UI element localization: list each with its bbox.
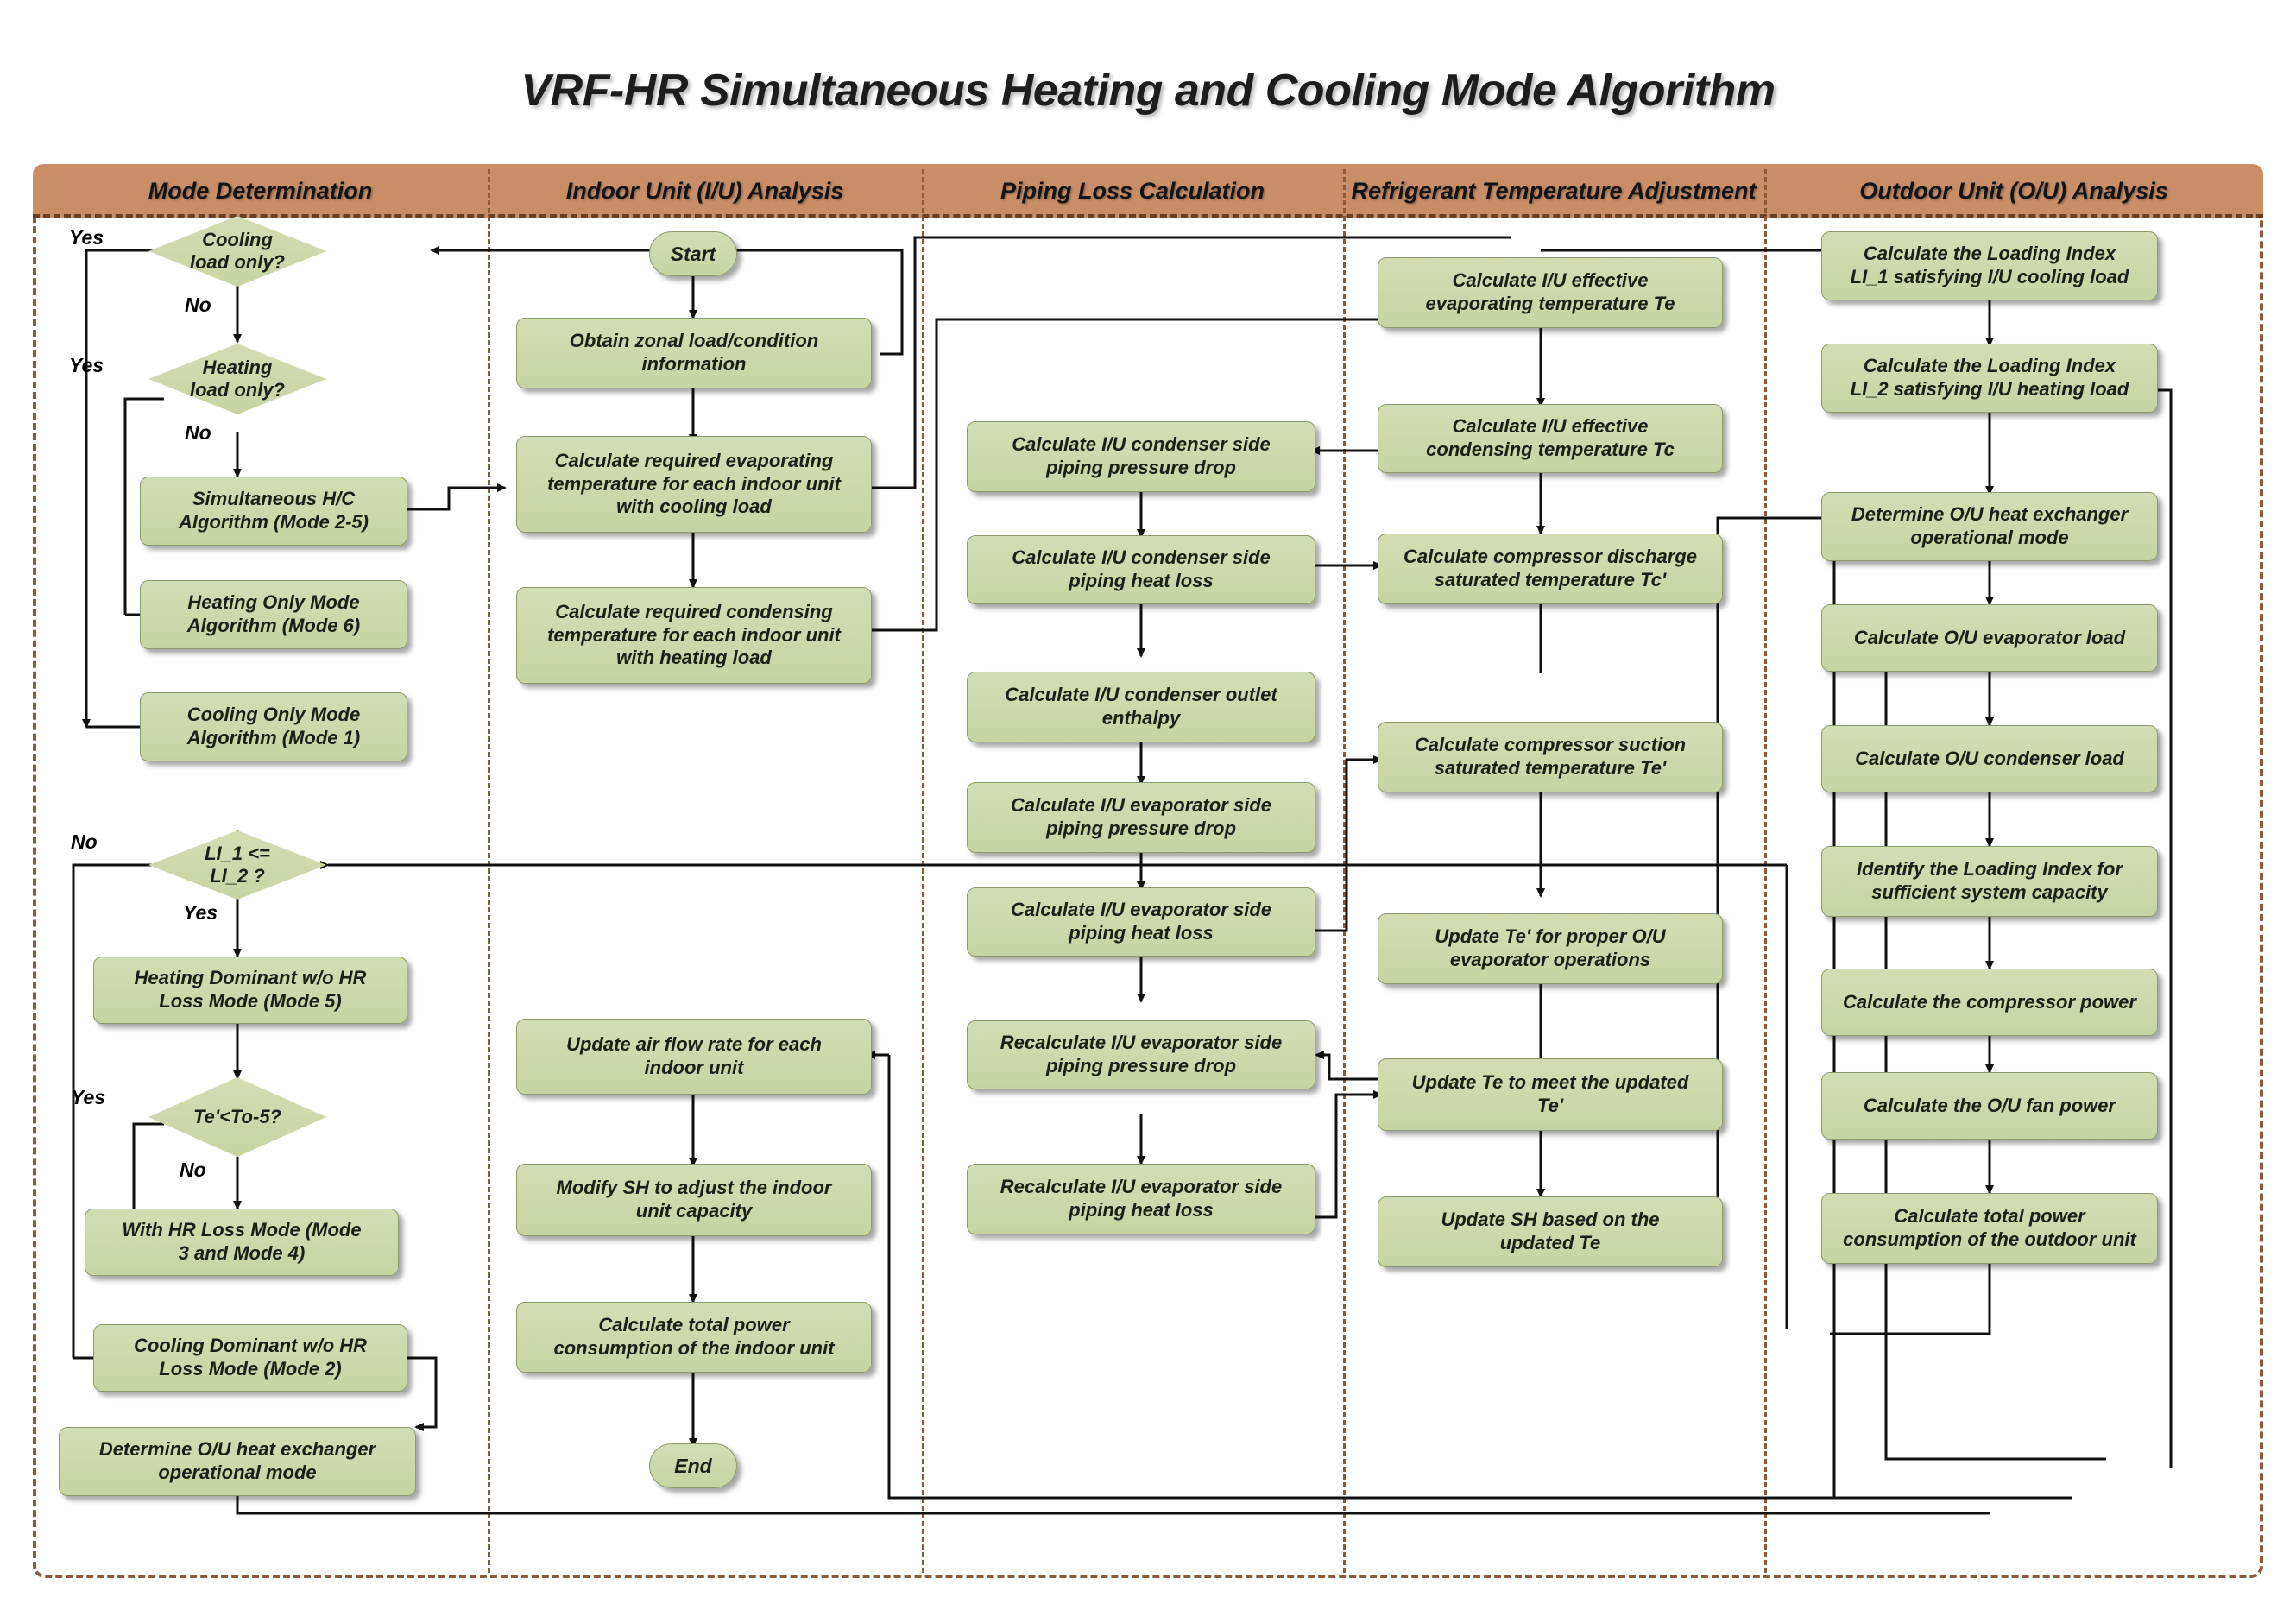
lane-divider-3: [1343, 169, 1346, 1573]
decision-heating-load-only[interactable]: Heating load only?: [148, 344, 326, 414]
node-iu-condenser-outlet-enthalpy[interactable]: Calculate I/U condenser outlet enthalpy: [967, 672, 1315, 742]
node-calc-effective-tc[interactable]: Calculate I/U effective condensing tempe…: [1378, 404, 1723, 473]
node-recalc-evaporator-pressure-drop[interactable]: Recalculate I/U evaporator side piping p…: [967, 1020, 1315, 1089]
node-calc-loading-index-li1[interactable]: Calculate the Loading Index LI_1 satisfy…: [1821, 231, 2158, 300]
edge-label-cooling-no: No: [185, 294, 211, 316]
node-update-sh[interactable]: Update SH based on the updated Te: [1378, 1196, 1723, 1267]
node-update-air-flow-rate[interactable]: Update air flow rate for each indoor uni…: [516, 1019, 872, 1095]
node-recalc-evaporator-heat-loss[interactable]: Recalculate I/U evaporator side piping h…: [967, 1164, 1315, 1234]
node-end[interactable]: End: [649, 1443, 737, 1488]
decision-heating-load-only-label: Heating load only?: [190, 356, 285, 401]
node-update-te[interactable]: Update Te to meet the updated Te': [1378, 1058, 1723, 1131]
node-heating-dominant-mode5[interactable]: Heating Dominant w/o HR Loss Mode (Mode …: [93, 957, 407, 1024]
node-calc-effective-te[interactable]: Calculate I/U effective evaporating temp…: [1378, 257, 1723, 328]
node-calc-compressor-power[interactable]: Calculate the compressor power: [1821, 969, 2158, 1036]
node-identify-loading-index[interactable]: Identify the Loading Index for sufficien…: [1821, 846, 2158, 917]
node-start[interactable]: Start: [649, 231, 737, 276]
node-with-hr-loss-mode-3-4[interactable]: With HR Loss Mode (Mode 3 and Mode 4): [85, 1209, 399, 1276]
decision-te-prime-label: Te'<To-5?: [193, 1105, 281, 1127]
node-update-te-prime[interactable]: Update Te' for proper O/U evaporator ope…: [1378, 913, 1723, 984]
lane-header-refrigerant-temperature-adjustment: Refrigerant Temperature Adjustment: [1351, 177, 1757, 204]
edge-label-te-yes: Yes: [71, 1086, 106, 1108]
node-calc-suction-te-prime[interactable]: Calculate compressor suction saturated t…: [1378, 722, 1723, 792]
node-determine-ou-hx-mode-right[interactable]: Determine O/U heat exchanger operational…: [1821, 492, 2158, 561]
node-calc-total-power-outdoor[interactable]: Calculate total power consumption of the…: [1821, 1193, 2158, 1264]
node-obtain-zonal-load[interactable]: Obtain zonal load/condition information: [516, 318, 872, 388]
edge-label-cooling-yes: Yes: [69, 226, 104, 249]
node-cooling-dominant-mode2[interactable]: Cooling Dominant w/o HR Loss Mode (Mode …: [93, 1324, 407, 1392]
node-calc-loading-index-li2[interactable]: Calculate the Loading Index LI_2 satisfy…: [1821, 344, 2158, 413]
node-iu-evaporator-pressure-drop[interactable]: Calculate I/U evaporator side piping pre…: [967, 782, 1315, 853]
lane-header-outdoor-unit-analysis: Outdoor Unit (O/U) Analysis: [1859, 177, 2168, 204]
node-cooling-only-mode-algorithm[interactable]: Cooling Only Mode Algorithm (Mode 1): [140, 692, 407, 761]
edge-label-li-no: No: [71, 830, 98, 853]
decision-cooling-load-only-label: Cooling load only?: [190, 228, 285, 273]
lane-divider-1: [488, 169, 490, 1573]
node-iu-condenser-heat-loss[interactable]: Calculate I/U condenser side piping heat…: [967, 535, 1315, 604]
lane-divider-2: [922, 169, 924, 1573]
decision-li1-le-li2-label: LI_1 <= LI_2 ?: [205, 842, 270, 887]
node-simultaneous-hc-algorithm[interactable]: Simultaneous H/C Algorithm (Mode 2-5): [140, 477, 407, 546]
node-calc-ou-condenser-load[interactable]: Calculate O/U condenser load: [1821, 725, 2158, 792]
node-iu-condenser-pressure-drop[interactable]: Calculate I/U condenser side piping pres…: [967, 421, 1315, 492]
node-calc-total-power-indoor[interactable]: Calculate total power consumption of the…: [516, 1302, 872, 1373]
lane-header-indoor-unit-analysis: Indoor Unit (I/U) Analysis: [565, 177, 844, 204]
lane-divider-4: [1764, 169, 1767, 1573]
edge-label-te-no: No: [180, 1159, 206, 1181]
page-title: VRF-HR Simultaneous Heating and Cooling …: [520, 66, 1776, 116]
node-calc-ou-evaporator-load[interactable]: Calculate O/U evaporator load: [1821, 604, 2158, 672]
decision-li1-le-li2[interactable]: LI_1 <= LI_2 ?: [148, 830, 326, 900]
lane-header-piping-loss-calculation: Piping Loss Calculation: [1000, 177, 1265, 204]
node-calc-ou-fan-power[interactable]: Calculate the O/U fan power: [1821, 1072, 2158, 1140]
decision-te-prime-lt-to-minus-5[interactable]: Te'<To-5?: [148, 1077, 326, 1157]
node-calc-required-condensing[interactable]: Calculate required condensing temperatur…: [516, 587, 872, 684]
edge-label-heating-yes: Yes: [69, 354, 104, 376]
node-calc-required-evaporating[interactable]: Calculate required evaporating temperatu…: [516, 436, 872, 533]
edge-label-li-yes: Yes: [183, 901, 218, 924]
swimlane-header-band: [33, 164, 2263, 218]
node-calc-discharge-tc-prime[interactable]: Calculate compressor discharge saturated…: [1378, 534, 1723, 604]
decision-cooling-load-only[interactable]: Cooling load only?: [148, 216, 326, 287]
node-iu-evaporator-heat-loss[interactable]: Calculate I/U evaporator side piping hea…: [967, 887, 1315, 957]
node-determine-ou-hx-mode-left[interactable]: Determine O/U heat exchanger operational…: [59, 1427, 416, 1496]
lane-header-mode-determination: Mode Determination: [148, 177, 373, 204]
edge-label-heating-no: No: [185, 421, 211, 444]
node-heating-only-mode-algorithm[interactable]: Heating Only Mode Algorithm (Mode 6): [140, 580, 407, 649]
node-modify-sh[interactable]: Modify SH to adjust the indoor unit capa…: [516, 1164, 872, 1236]
